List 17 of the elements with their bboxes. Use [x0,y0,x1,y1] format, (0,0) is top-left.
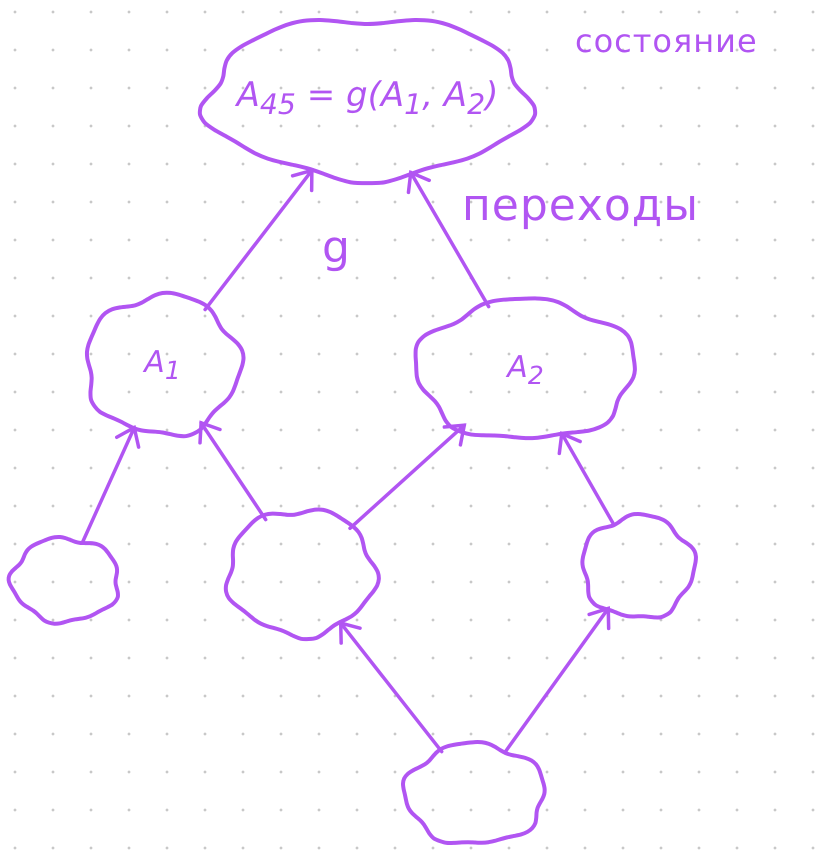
arrow [338,621,444,754]
arrow [203,168,314,312]
arrow [198,421,268,522]
cloud-shape [222,505,380,640]
cloud-shape [8,535,123,625]
arrow [406,170,490,308]
node-label: A$_{45}$ = g(A$_{1}$, A$_{2}$) [236,75,498,121]
annotation-text: переходы [462,180,699,231]
node-label: A$_{1}$ [144,345,181,385]
arrow [81,426,140,544]
cloud-shape [578,512,698,622]
arrow [348,423,466,530]
annotation-text: состояние [575,22,758,60]
node-label: A$_{2}$ [507,350,544,390]
arrow [558,432,615,525]
arrow [504,606,610,752]
annotation-text: g [322,222,351,273]
